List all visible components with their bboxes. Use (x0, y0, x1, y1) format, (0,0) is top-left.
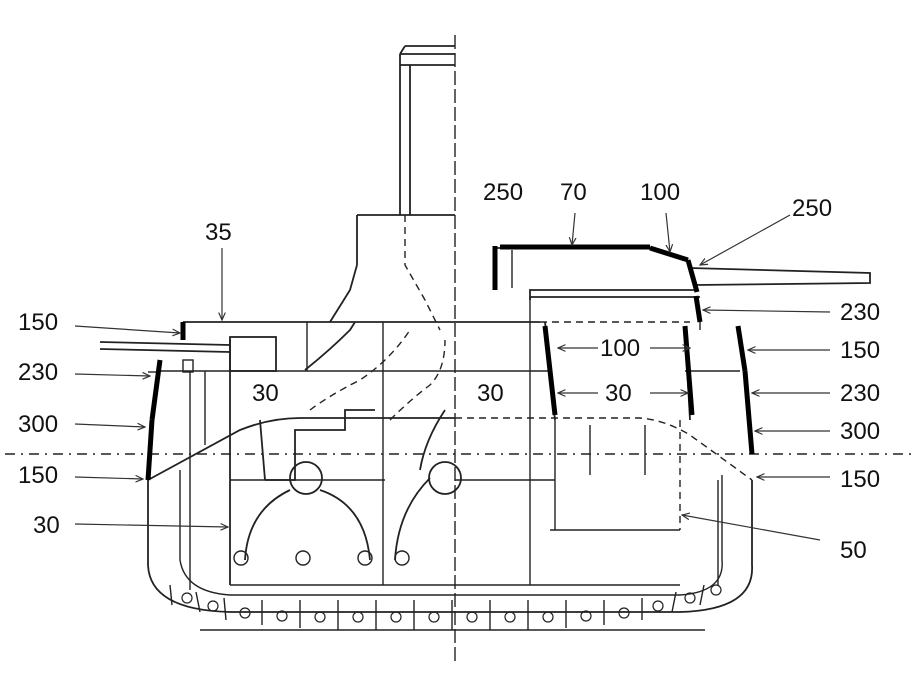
label-70-turret-roof: 70 (560, 179, 587, 206)
label-150-right-top: 150 (840, 337, 880, 364)
armored-deck (147, 417, 753, 481)
label-300-left: 300 (18, 411, 58, 438)
label-50-right: 50 (840, 537, 867, 564)
label-150-left-bottom: 150 (18, 462, 58, 489)
double-bottom-cells (169, 584, 722, 631)
hull-inner (179, 470, 723, 596)
label-100-turret-slope: 100 (640, 179, 680, 206)
bulkheads (148, 322, 719, 590)
label-100-barbette: 100 (600, 335, 640, 362)
machinery-left (233, 321, 462, 566)
armor-plates (145, 244, 755, 481)
label-35: 35 (205, 219, 232, 246)
hull-outline (147, 480, 753, 613)
secondary-gun-left (99, 336, 277, 373)
label-250-turret-face: 250 (483, 179, 523, 206)
label-150-right-bottom: 150 (840, 466, 880, 493)
label-250-turret-side: 250 (792, 195, 832, 222)
thickness-labels: 35 150 230 300 150 30 30 30 30 100 250 7… (18, 179, 880, 564)
label-30-inner-left: 30 (252, 380, 279, 407)
main-deck (160, 321, 740, 372)
leader-arrows (74, 212, 831, 541)
label-30-inner-right: 30 (605, 380, 632, 407)
label-230-right-top: 230 (840, 299, 880, 326)
label-300-right: 300 (840, 418, 880, 445)
funnel (329, 45, 455, 331)
label-30-inner-mid: 30 (477, 380, 504, 407)
label-30-left-side: 30 (33, 512, 60, 539)
label-230-right: 230 (840, 380, 880, 407)
label-230-left: 230 (18, 359, 58, 386)
label-150-left-top: 150 (18, 309, 58, 336)
